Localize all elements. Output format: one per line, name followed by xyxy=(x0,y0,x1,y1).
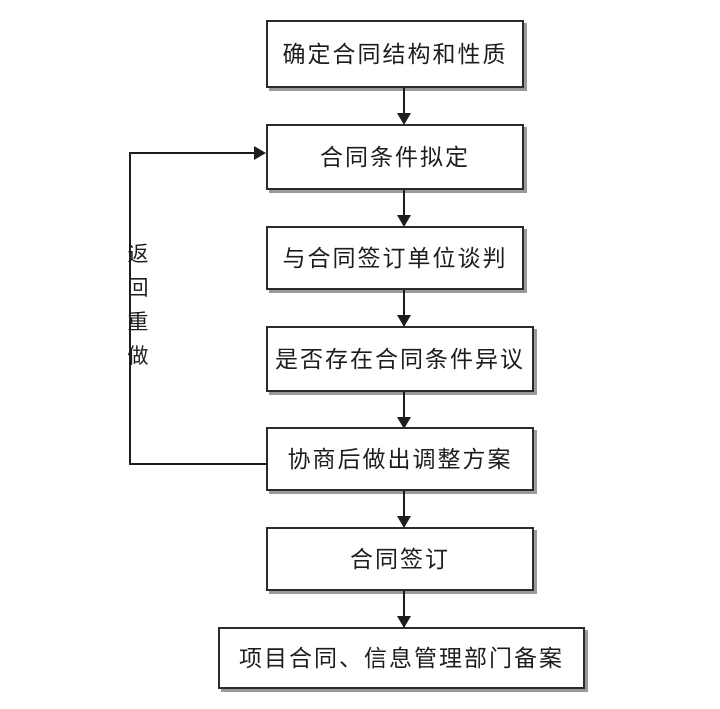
connector-n4-n5-line xyxy=(403,392,405,426)
feedback-loop-label-char-3: 重 xyxy=(127,310,149,334)
flow-node-n1[interactable]: 确定合同结构和性质 xyxy=(266,20,524,88)
feedback-loop-label: 返 回 重 做 xyxy=(121,237,155,373)
flow-node-n7[interactable]: 项目合同、信息管理部门备案 xyxy=(218,627,585,689)
feedback-loop-label-char-4: 做 xyxy=(127,344,149,368)
feedback-loop-top-segment xyxy=(129,152,255,154)
connector-n1-n2-arrowhead xyxy=(397,113,411,125)
flow-node-n2-label: 合同条件拟定 xyxy=(320,144,470,170)
connector-n2-n3-line xyxy=(403,190,405,224)
feedback-loop-label-char-1: 返 xyxy=(127,242,149,266)
flow-node-n6[interactable]: 合同签订 xyxy=(266,527,534,591)
flow-node-n3[interactable]: 与合同签订单位谈判 xyxy=(266,226,524,290)
flow-node-n2[interactable]: 合同条件拟定 xyxy=(266,124,524,190)
flow-node-n5[interactable]: 协商后做出调整方案 xyxy=(266,427,534,491)
connector-n6-n7-arrowhead xyxy=(397,616,411,628)
feedback-loop-arrowhead xyxy=(254,146,266,160)
flow-node-n1-label: 确定合同结构和性质 xyxy=(282,41,508,67)
connector-n5-n6-line xyxy=(403,491,405,527)
connector-n6-n7-line xyxy=(403,591,405,627)
flow-node-n4-label: 是否存在合同条件异议 xyxy=(275,346,525,372)
flow-node-n7-label: 项目合同、信息管理部门备案 xyxy=(239,645,564,671)
feedback-loop-bottom-segment xyxy=(129,463,268,465)
connector-n5-n6-arrowhead xyxy=(397,516,411,528)
flow-node-n6-label: 合同签订 xyxy=(350,546,450,572)
connector-n4-n5-arrowhead xyxy=(397,417,411,429)
feedback-loop-label-char-2: 回 xyxy=(127,276,149,300)
connector-n2-n3-arrowhead xyxy=(397,215,411,227)
flow-node-n5-label: 协商后做出调整方案 xyxy=(287,446,513,472)
flow-node-n3-label: 与合同签订单位谈判 xyxy=(282,245,508,271)
connector-n3-n4-arrowhead xyxy=(397,315,411,327)
flow-node-n4[interactable]: 是否存在合同条件异议 xyxy=(266,326,534,392)
connector-n3-n4-line xyxy=(403,290,405,326)
feedback-loop-vertical-segment xyxy=(129,152,131,465)
connector-n1-n2-line xyxy=(403,88,405,120)
